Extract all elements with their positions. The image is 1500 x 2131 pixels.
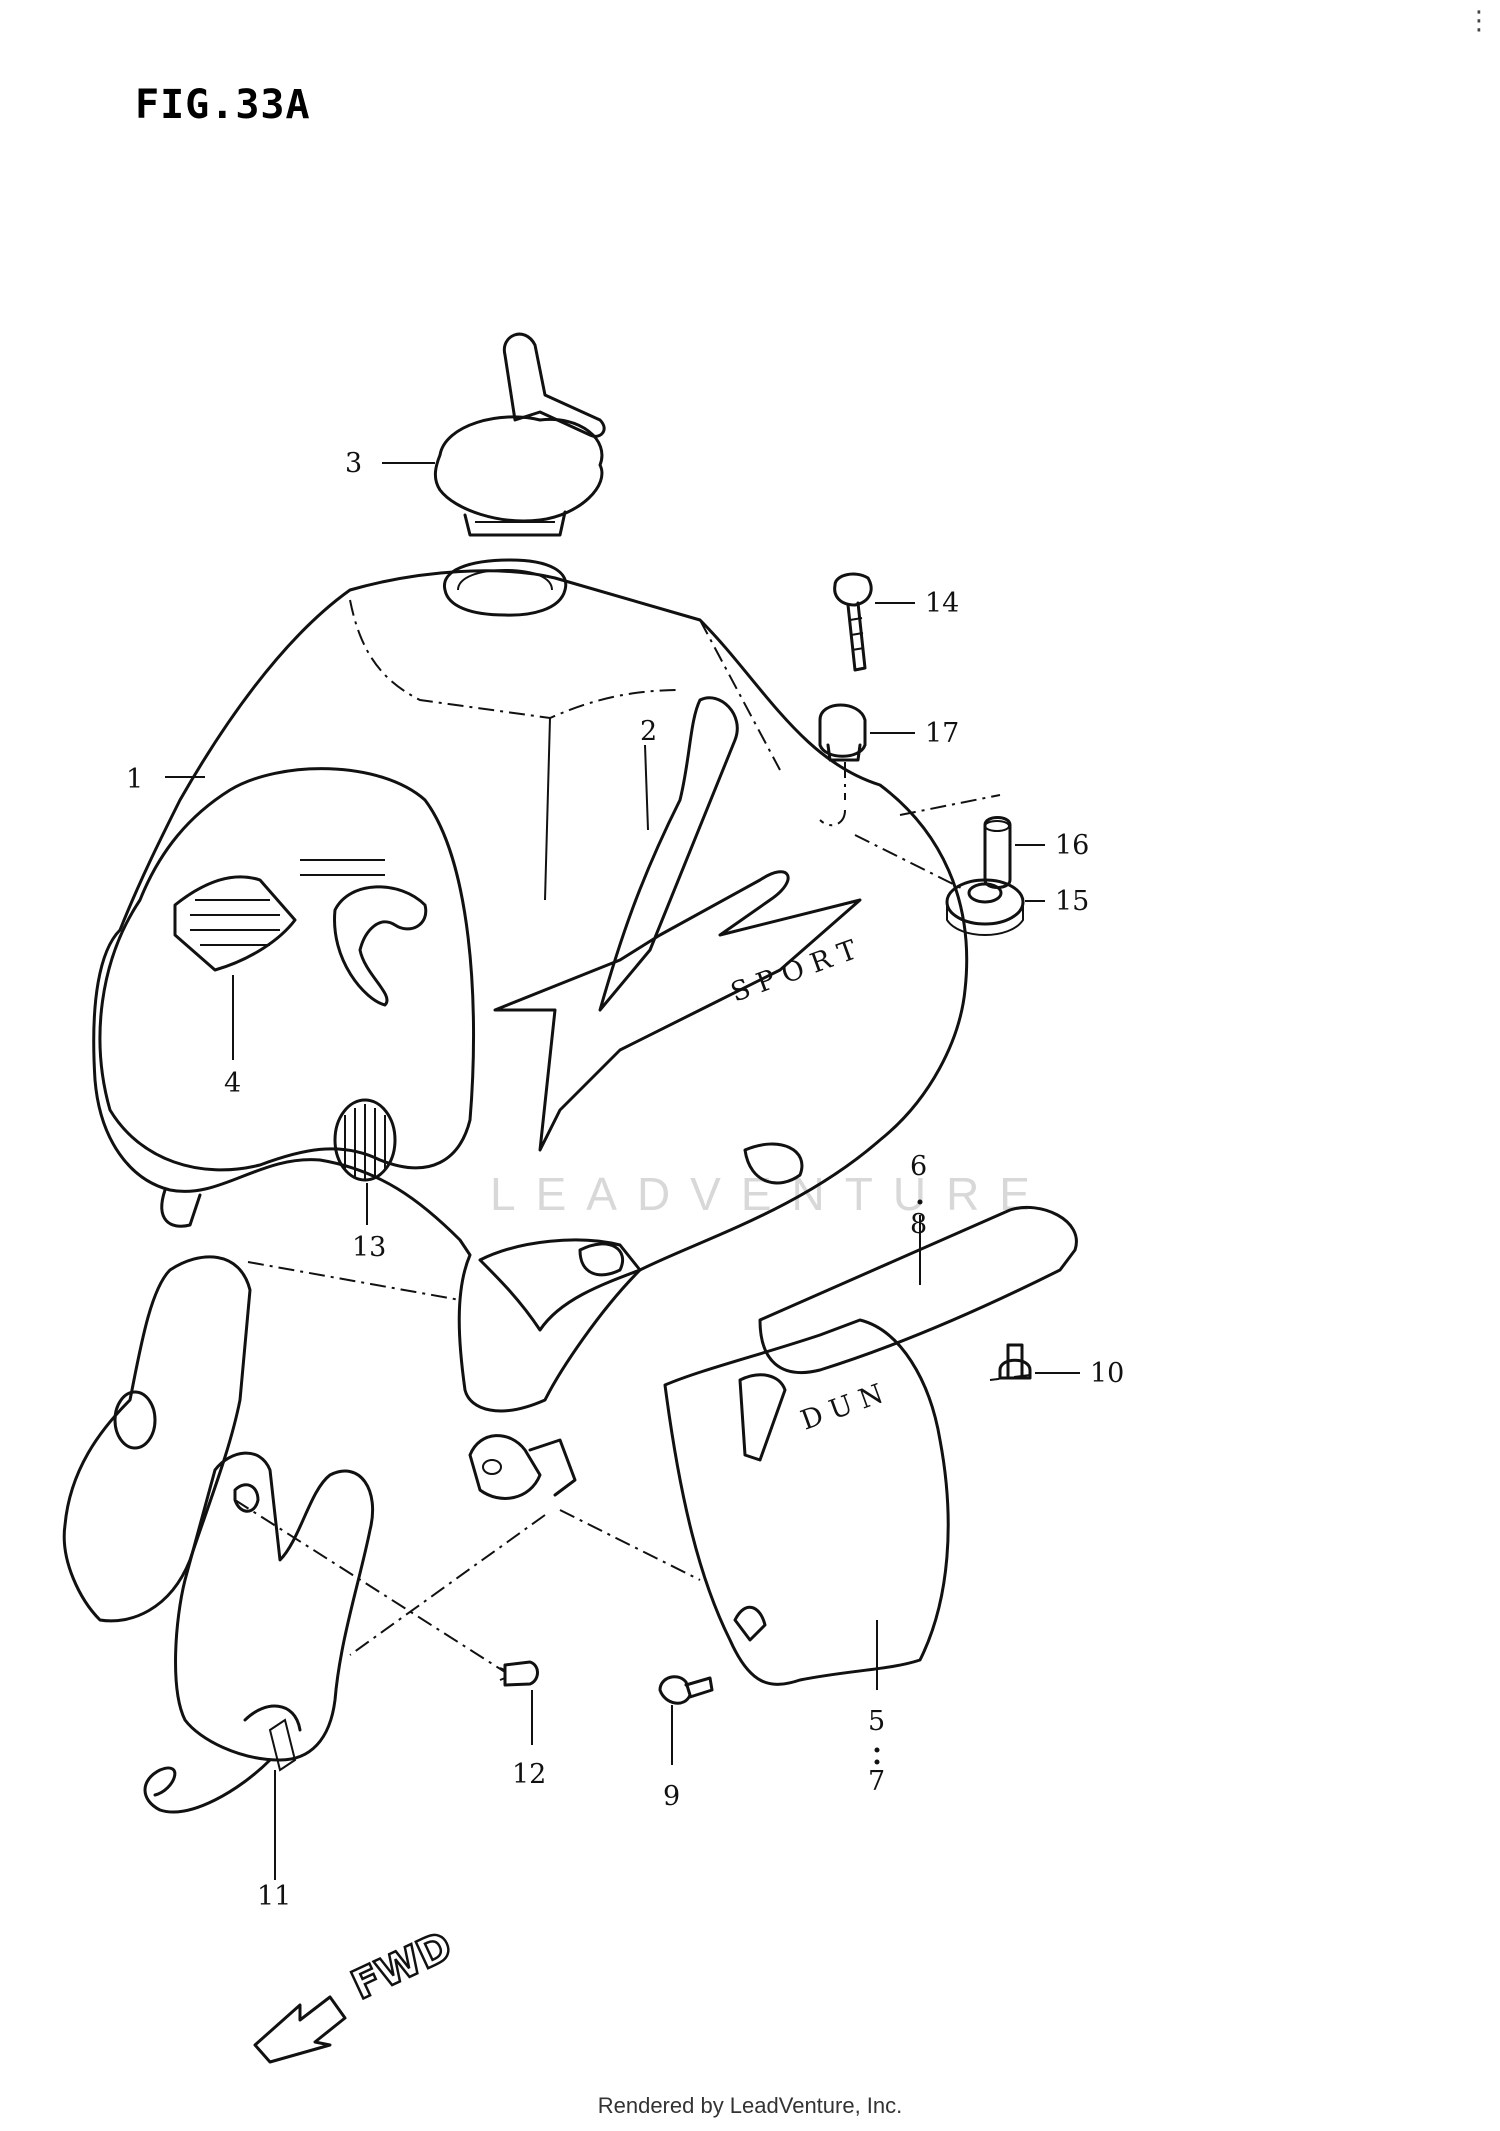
- callout-16: 16: [1055, 830, 1089, 861]
- svg-text:D U N: D U N: [797, 1378, 888, 1436]
- damper-17-part: [818, 703, 867, 762]
- assembly-lines: [234, 619, 1031, 1673]
- screw-12-part: [499, 1660, 539, 1687]
- fuel-tank-part: S P O R T: [92, 558, 969, 1413]
- callout-7: 7: [868, 1766, 885, 1797]
- fuel-cap-part: [433, 332, 606, 537]
- callout-4: 4: [224, 1068, 241, 1099]
- callout-17: 17: [925, 718, 959, 749]
- callout-15: 15: [1055, 886, 1089, 917]
- forward-direction-indicator: FWD: [253, 1922, 460, 2064]
- figure-title: FIG.33A: [135, 82, 311, 128]
- callout-5: 5: [868, 1706, 885, 1737]
- side-cover-left-part: [62, 1255, 375, 1814]
- callout-13: 13: [352, 1232, 386, 1263]
- screw-9-part: [658, 1675, 714, 1705]
- fwd-label: FWD: [345, 1923, 459, 2009]
- callout-2: 2: [640, 716, 657, 747]
- callout-labels: 3 1 2 4 13 14 17 16 15 6 8 10 5 7 9 12 1…: [126, 448, 1124, 1912]
- callout-3: 3: [345, 448, 362, 479]
- cushion-15-part: [945, 878, 1025, 936]
- forward-arrow-icon: [253, 1995, 347, 2064]
- bolt-14-part: [833, 572, 873, 672]
- footer-credit: Rendered by LeadVenture, Inc.: [597, 2093, 903, 2118]
- bolt-10-part: [998, 1343, 1032, 1380]
- callout-1: 1: [126, 764, 143, 795]
- callout-12: 12: [512, 1759, 546, 1790]
- svg-text:S P O R T: S P O R T: [727, 934, 861, 1008]
- callout-10: 10: [1090, 1358, 1124, 1389]
- callout-8: 8: [910, 1209, 927, 1240]
- callout-6: 6: [910, 1151, 927, 1182]
- tank-mount-tab: [468, 1434, 542, 1500]
- collar-16-part: [983, 816, 1012, 889]
- callout-14: 14: [925, 588, 959, 619]
- callout-11: 11: [257, 1881, 291, 1912]
- leader-lines: [165, 462, 1080, 1880]
- side-cover-right-part: D U N: [663, 1205, 1078, 1686]
- callout-9: 9: [663, 1781, 680, 1812]
